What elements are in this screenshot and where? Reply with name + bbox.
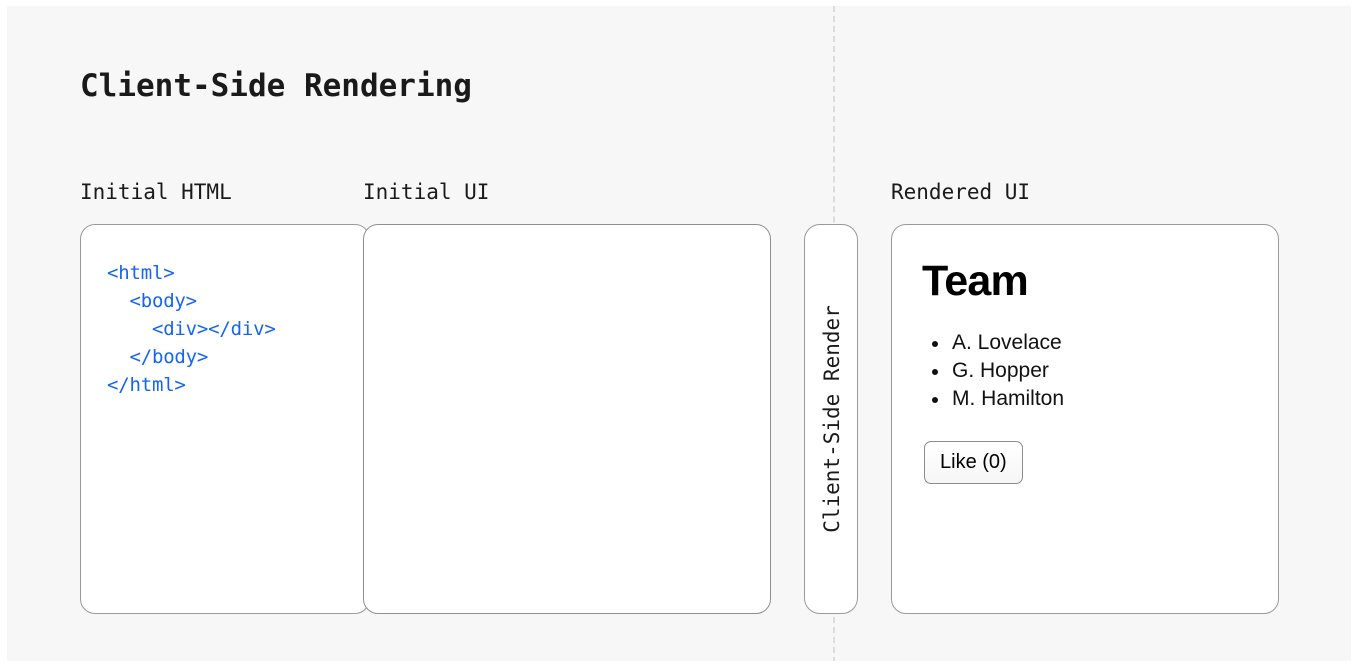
list-item: M. Hamilton xyxy=(922,385,1252,413)
list-item: G. Hopper xyxy=(922,357,1252,385)
initial-html-code: <html> <body> <div></div> </body> </html… xyxy=(107,262,276,396)
column-caption-rendered-ui: Rendered UI xyxy=(891,180,1031,204)
rendered-ui-content: Team A. Lovelace G. Hopper M. Hamilton L… xyxy=(922,258,1252,484)
render-step-label: Client-Side Render xyxy=(820,305,845,533)
diagram-canvas: Client-Side Rendering Initial HTML Initi… xyxy=(7,6,1351,661)
rendered-ui-heading: Team xyxy=(922,257,1029,305)
page-title: Client-Side Rendering xyxy=(80,68,472,104)
column-caption-initial-ui: Initial UI xyxy=(363,180,490,204)
like-button[interactable]: Like (0) xyxy=(924,441,1023,484)
panel-initial-html: <html> <body> <div></div> </body> </html… xyxy=(80,224,370,614)
column-caption-initial-html: Initial HTML xyxy=(80,180,232,204)
render-step-label-wrap: Client-Side Render xyxy=(805,225,859,613)
team-member-list: A. Lovelace G. Hopper M. Hamilton xyxy=(922,329,1252,413)
panel-client-side-render-step: Client-Side Render xyxy=(804,224,858,614)
list-item: A. Lovelace xyxy=(922,329,1252,357)
panel-initial-ui xyxy=(363,224,771,614)
panel-rendered-ui: Team A. Lovelace G. Hopper M. Hamilton L… xyxy=(891,224,1279,614)
initial-ui-blank-area xyxy=(364,225,770,613)
